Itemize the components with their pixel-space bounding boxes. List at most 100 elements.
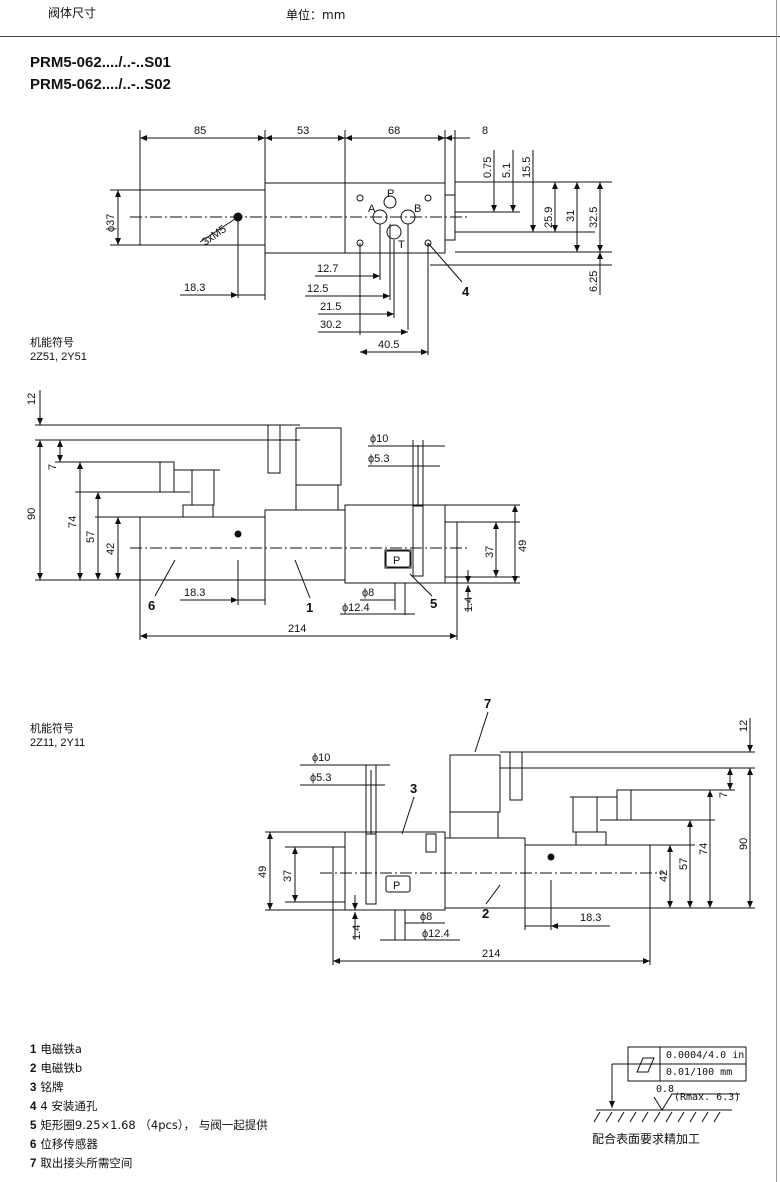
dim-18-3-top: 18.3 [184, 282, 205, 294]
b-dim-18-3: 18.3 [580, 912, 601, 924]
symbol-codes-a: 2Z51, 2Y51 [30, 351, 87, 363]
callout-4: 4 [462, 284, 470, 299]
a-callout-6: 6 [148, 598, 155, 613]
endcap-a [444, 521, 458, 578]
plate-b-frame [385, 875, 411, 893]
b-dim-74: 74 [698, 843, 710, 855]
plate-a-frame [385, 550, 411, 568]
view-b-text: P 12 7 90 74 57 42 49 37 ϕ10 ϕ5.3 ϕ8 ϕ12… [257, 696, 750, 960]
dim-15-5: 15.5 [521, 157, 533, 178]
a-dia-5-3: ϕ5.3 [368, 453, 389, 465]
dim-12-5: 12.5 [307, 283, 328, 295]
b-dim-57: 57 [678, 858, 690, 870]
solenoid-a [264, 509, 346, 581]
top-view-text: 85 53 68 8 ϕ37 3xM5 0.75 5.1 15.5 25.9 3… [105, 125, 600, 351]
symbol-label-a: 机能符号 [30, 337, 74, 349]
a-dim-57: 57 [85, 531, 97, 543]
a-dim-18-3: 18.3 [184, 587, 205, 599]
b-callout-7: 7 [484, 696, 491, 711]
dim-85: 85 [194, 125, 206, 137]
dim-40-5: 40.5 [378, 339, 399, 351]
dim-8: 8 [482, 125, 488, 137]
a-callout-1: 1 [306, 600, 313, 615]
a-dia-10: ϕ10 [370, 433, 388, 445]
dim-0-75: 0.75 [482, 157, 494, 178]
dim-6-25: 6.25 [588, 271, 600, 292]
header-title: 阀体尺寸 [48, 6, 97, 20]
a-dim-7: 7 [47, 464, 59, 470]
plate-b: P [393, 880, 400, 892]
b-dim-7: 7 [718, 792, 730, 798]
top-view [110, 130, 612, 355]
a-dia-12-4: ϕ12.4 [342, 602, 370, 614]
view-a-text: P 12 7 90 74 57 42 37 49 ϕ10 ϕ5.3 ϕ8 ϕ12… [26, 393, 529, 635]
dim-53: 53 [297, 125, 309, 137]
a-dim-37: 37 [484, 546, 496, 558]
a-dim-74: 74 [67, 516, 79, 528]
tolerance-caption: 配合表面要求精加工 [592, 1132, 701, 1146]
port-t: T [398, 239, 405, 251]
a-callout-5: 5 [430, 596, 437, 611]
dim-30-2: 30.2 [320, 319, 341, 331]
view-a [35, 390, 520, 640]
a-dim-12: 12 [26, 393, 38, 405]
a-dim-214: 214 [288, 623, 306, 635]
plate-a: P [393, 555, 400, 567]
b-dim-49: 49 [257, 866, 269, 878]
b-dim-37: 37 [282, 870, 294, 882]
dim-32-5: 32.5 [588, 207, 600, 228]
view-b [265, 711, 755, 965]
a-dim-90: 90 [26, 508, 38, 520]
a-dim-1-4: 1.4 [463, 597, 475, 612]
symbol-label-b: 机能符号 [30, 723, 74, 735]
b-dia-12-4: ϕ12.4 [422, 928, 450, 940]
tolerance-block [593, 1046, 747, 1123]
roughness-value: 0.8 [656, 1084, 675, 1095]
valve-block [344, 182, 446, 254]
a-dia-8: ϕ8 [362, 587, 374, 599]
a-dim-42: 42 [105, 543, 117, 555]
tolerance-row-1: 0.0004/4.0 in [666, 1050, 745, 1061]
b-callout-3: 3 [410, 781, 417, 796]
b-dia-5-3: ϕ5.3 [310, 772, 331, 784]
valve-b [344, 831, 446, 911]
model-title-2: PRM5-062..../..-..S02 [30, 76, 171, 93]
b-callout-2: 2 [482, 906, 489, 921]
header-bar: 阀体尺寸 单位：mm [0, 0, 780, 37]
page-border [776, 0, 777, 1182]
dia-37: ϕ37 [105, 214, 117, 232]
tolerance-row-2: 0.01/100 mm [666, 1067, 733, 1078]
endcap-b [332, 846, 346, 903]
a-dim-49: 49 [517, 540, 529, 552]
b-dia-10: ϕ10 [312, 752, 330, 764]
dim-5-1: 5.1 [501, 163, 513, 178]
port-p: P [387, 188, 394, 200]
b-dim-42: 42 [658, 870, 670, 882]
roughness-max: (Rmax. 6.3) [674, 1092, 741, 1103]
dim-25-9: 25.9 [543, 207, 555, 228]
valve-a [344, 504, 446, 584]
b-dim-90: 90 [738, 838, 750, 850]
b-dim-214: 214 [482, 948, 500, 960]
port-b: B [414, 203, 421, 215]
b-dia-8: ϕ8 [420, 911, 432, 923]
header-unit: 单位：mm [286, 8, 346, 22]
roughness-icon [653, 1093, 740, 1111]
dim-68: 68 [388, 125, 400, 137]
dim-21-5: 21.5 [320, 301, 341, 313]
model-title-1: PRM5-062..../..-..S01 [30, 54, 171, 71]
dim-31: 31 [565, 210, 577, 222]
port-a: A [368, 203, 376, 215]
b-dim-1-4: 1.4 [351, 925, 363, 940]
symbol-codes-b: 2Z11, 2Y11 [30, 737, 86, 749]
flatness-icon [636, 1057, 655, 1073]
dim-12-7: 12.7 [317, 263, 338, 275]
